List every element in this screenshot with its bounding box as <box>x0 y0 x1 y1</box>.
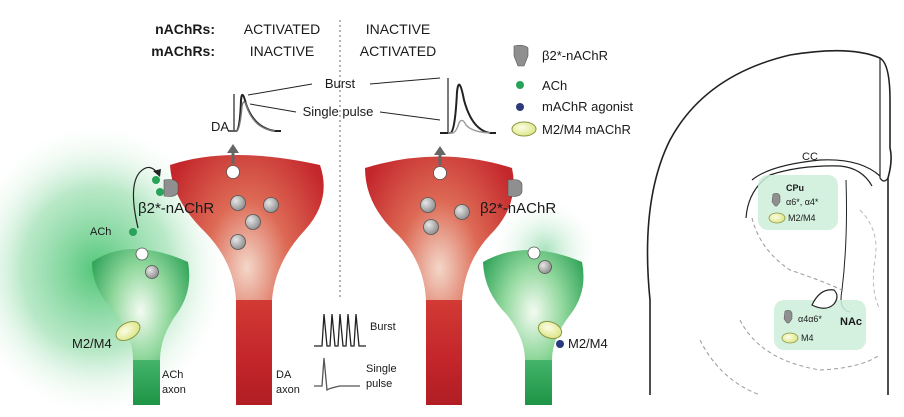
da-vesicle <box>423 219 439 235</box>
right-b2-label: β2*-nAChR <box>480 200 556 217</box>
da-trace-label: DA <box>211 119 229 134</box>
brain-slice <box>646 49 892 396</box>
ach-axon-label-1: ACh <box>162 369 183 381</box>
right-machrs-state: ACTIVATED <box>360 43 437 59</box>
firing-single-label-1: Single <box>366 363 397 375</box>
m2m4-receptor-icon <box>537 320 563 340</box>
cc-label: CC <box>802 151 818 163</box>
cpu-subunits-label: α6*, α4* <box>786 197 819 207</box>
firing-burst-label: Burst <box>370 321 396 333</box>
legend-label-m2m4: M2/M4 mAChR <box>542 122 631 137</box>
ach-molecule <box>156 188 164 196</box>
release-site <box>226 165 240 179</box>
receptor-icon <box>513 45 529 67</box>
ach-diffusion-arrow <box>132 166 159 229</box>
cpu-m-label: M2/M4 <box>788 213 816 223</box>
nachrs-row-label: nAChRs: <box>155 21 215 37</box>
da-vesicle <box>263 197 279 213</box>
firing-single-label-2: pulse <box>366 378 392 390</box>
trace-leader-lines <box>247 77 441 121</box>
ach-axon-label-2: axon <box>162 384 186 396</box>
nac-label: NAc <box>840 316 862 328</box>
legend: β2*-nAChR ACh mAChR agonist M2/M4 mAChR <box>511 45 633 137</box>
arrowhead-icon <box>153 169 161 177</box>
da-vesicle <box>230 195 246 211</box>
receptor-icon <box>783 310 793 324</box>
da-axon-label-2: axon <box>276 384 300 396</box>
release-site <box>433 166 447 180</box>
ach-dot-icon <box>516 81 524 89</box>
right-m2m4-label: M2/M4 <box>568 336 608 351</box>
left-nachrs-state: ACTIVATED <box>244 21 321 37</box>
burst-firing-icon <box>314 313 366 347</box>
ach-vesicle <box>538 260 552 274</box>
da-vesicle <box>420 197 436 213</box>
nac-m-label: M4 <box>801 333 814 343</box>
legend-label-agonist: mAChR agonist <box>542 99 633 114</box>
single-pulse-icon <box>314 357 360 392</box>
left-ach-label: ACh <box>90 226 111 238</box>
nac-subunits-label: α4α6* <box>798 314 822 324</box>
release-site <box>135 247 149 261</box>
release-arrow-icon <box>227 144 239 164</box>
machr-agonist-dot <box>556 340 564 348</box>
single-pulse-trace-label: Single pulse <box>303 104 374 119</box>
ach-molecule <box>152 176 160 184</box>
left-da-terminal <box>170 155 324 405</box>
legend-label-b2: β2*-nAChR <box>542 48 608 63</box>
da-vesicle <box>245 214 261 230</box>
machrs-row-label: mAChRs: <box>151 43 215 59</box>
receptor-icon <box>771 193 781 207</box>
m2m4-oval-icon <box>511 121 537 137</box>
anterior-commissure <box>811 289 838 309</box>
right-da-trace <box>440 78 496 134</box>
m2m4-receptor-icon <box>115 321 141 341</box>
agonist-dot-icon <box>516 103 524 111</box>
burst-trace-label: Burst <box>325 76 356 91</box>
m2m4-receptor-icon <box>781 332 799 344</box>
legend-label-ach: ACh <box>542 78 567 93</box>
left-machrs-state: INACTIVE <box>250 43 315 59</box>
cpu-label: CPu <box>786 183 804 193</box>
da-axon-label-1: DA <box>276 369 292 381</box>
ach-vesicle <box>145 265 159 279</box>
left-da-trace <box>228 93 281 132</box>
right-nachrs-state: INACTIVE <box>366 21 431 37</box>
release-arrow-icon <box>434 146 446 165</box>
left-ach-terminal <box>92 249 190 405</box>
left-m2m4-label: M2/M4 <box>72 336 112 351</box>
b2-nachr-receptor-icon <box>507 179 523 197</box>
da-vesicle <box>454 204 470 220</box>
left-b2-label: β2*-nAChR <box>138 200 214 217</box>
da-vesicle <box>230 234 246 250</box>
m2m4-receptor-icon <box>768 212 786 224</box>
right-ach-terminal <box>483 250 584 405</box>
b2-nachr-receptor-icon <box>163 179 179 197</box>
right-da-terminal <box>365 156 514 405</box>
release-site <box>527 246 541 260</box>
ach-molecule <box>129 228 137 236</box>
